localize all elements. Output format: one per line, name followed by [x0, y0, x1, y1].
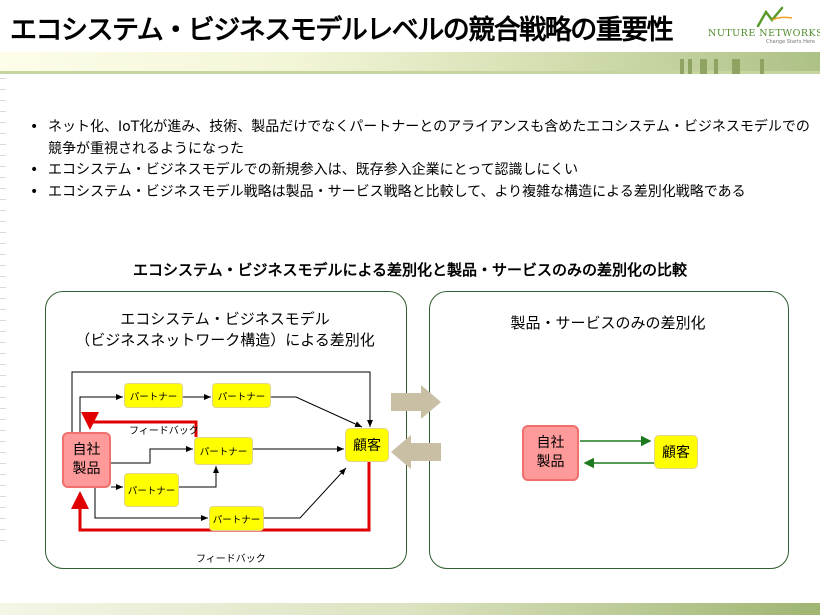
header-stripe — [700, 59, 707, 74]
header-stripe — [688, 59, 692, 74]
page-title: エコシステム・ビジネスモデルレベルの競合戦略の重要性 — [10, 15, 674, 46]
footer-band — [0, 603, 820, 615]
customer-box: 顧客 — [654, 435, 698, 469]
feedback-label: フィードバック — [196, 554, 266, 565]
right-block-arrow — [391, 385, 441, 419]
left-ruler — [0, 78, 6, 548]
partner-box: パートナー — [212, 383, 271, 408]
feedback-label: フィードバック — [129, 426, 199, 437]
customer-box: 顧客 — [345, 428, 389, 462]
left-block-arrow — [391, 435, 441, 469]
comparison-title: エコシステム・ビジネスモデルによる差別化と製品・サービスのみの差別化の比較 — [132, 261, 688, 279]
logo-tagline: Change Starts Here — [766, 39, 815, 45]
logo-swoosh-icon — [756, 6, 793, 28]
header-band-line — [0, 71, 820, 74]
logo-brand-text: NUTURE NETWORKS — [708, 28, 820, 39]
product-only-panel — [429, 291, 789, 569]
header-stripe — [760, 59, 764, 74]
ecosystem-panel-title-line2: （ビジネスネットワーク構造）による差別化 — [75, 331, 375, 349]
product-only-panel-title: 製品・サービスのみの差別化 — [510, 314, 706, 332]
network-arrows — [71, 371, 373, 521]
self-product-box: 自社 製品 — [62, 432, 111, 488]
self-product-box: 自社 製品 — [522, 425, 579, 481]
header-band — [0, 52, 820, 74]
partner-box: パートナー — [124, 473, 179, 507]
partner-box: パートナー — [209, 506, 264, 531]
header-stripe — [732, 59, 740, 74]
partner-box: パートナー — [194, 437, 253, 465]
bullet-item: エコシステム・ビジネスモデルでの新規参入は、既存参入企業にとって認識しにくい — [30, 160, 810, 182]
header-stripe — [680, 59, 684, 74]
bullet-item: エコシステム・ビジネスモデル戦略は製品・サービス戦略と比較して、より複雑な構造に… — [30, 182, 810, 204]
bullet-item: ネット化、IoT化が進み、技術、製品だけでなくパートナーとのアライアンスも含めた… — [30, 117, 810, 160]
bullet-list: ネット化、IoT化が進み、技術、製品だけでなくパートナーとのアライアンスも含めた… — [30, 117, 810, 203]
partner-box: パートナー — [124, 383, 183, 408]
ecosystem-panel-title-line1: エコシステム・ビジネスモデル — [120, 310, 330, 328]
company-logo: NUTURE NETWORKS Change Starts Here — [708, 6, 820, 46]
header-stripe — [714, 59, 718, 74]
